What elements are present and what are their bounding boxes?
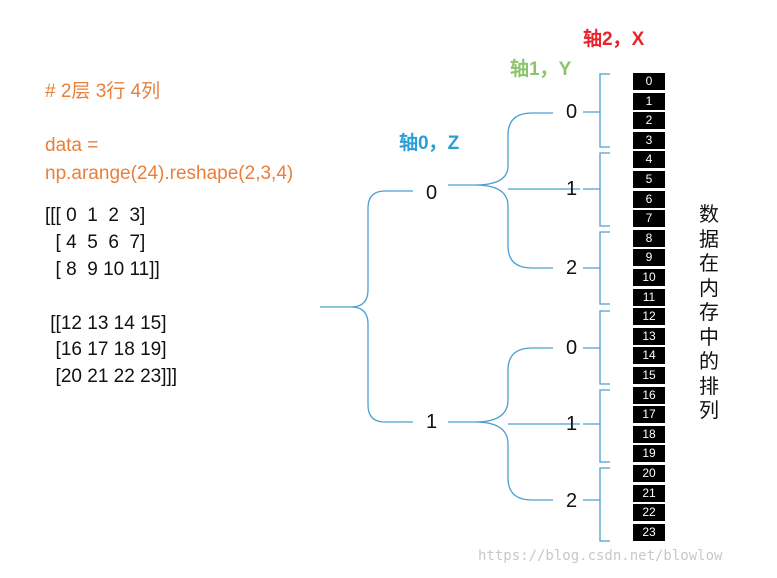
memory-cell: 4 [633,151,665,169]
array-line: [ 8 9 10 11]] [45,259,160,280]
memory-layout-label: 数据在内存中的排列 [699,204,719,422]
array-line: [16 17 18 19] [45,339,167,360]
brace-row [583,467,610,542]
tree-node-level1: 2 [566,490,578,512]
brace-row [583,231,610,305]
array-line: [ 4 5 6 7] [45,232,146,253]
memory-cell: 21 [633,484,665,502]
memory-cell: 11 [633,288,665,306]
memory-cell: 0 [633,73,665,90]
memory-cell: 12 [633,308,665,326]
brace-row [583,73,610,148]
memory-cell: 2 [633,112,665,130]
memory-cell: 5 [633,171,665,188]
memory-cell: 20 [633,465,665,482]
memory-cell: 6 [633,190,665,208]
memory-cell: 7 [633,210,665,228]
memory-cell: 14 [633,347,665,365]
memory-cell: 18 [633,425,665,443]
code-line-assign: data = [45,135,99,156]
tree-node-level1: 0 [566,337,578,359]
brace-row [583,389,610,463]
brace-node0 [448,112,580,269]
array-line: [[12 13 14 15] [45,313,167,334]
brace-row [583,310,610,385]
tree-node-level0: 1 [424,411,440,433]
memory-cell: 17 [633,406,665,424]
watermark: https://blog.csdn.net/blowlow [478,548,723,564]
memory-cell: 3 [633,131,665,149]
array-line: [[[ 0 1 2 3] [45,205,146,226]
memory-cell: 1 [633,92,665,110]
tree-node-level1: 1 [566,413,578,435]
memory-cell: 23 [633,523,665,541]
brace-node1 [448,347,580,501]
memory-cell: 13 [633,327,665,345]
axis1-label: 轴1，Y [510,59,572,80]
tree-node-level1: 2 [566,257,578,279]
memory-cell: 22 [633,504,665,522]
tree-node-level1: 1 [566,178,578,200]
array-line: [20 21 22 23]]] [45,366,178,387]
memory-cell: 9 [633,249,665,267]
tree-node-level1: 0 [566,101,578,123]
memory-cell: 10 [633,269,665,286]
memory-cell: 8 [633,229,665,247]
shape-comment: # 2层 3行 4列 [45,81,161,102]
axis2-label: 轴2，X [583,29,645,50]
brace-level0 [320,190,413,423]
code-line-reshape: np.arange(24).reshape(2,3,4) [45,163,294,184]
tree-node-level0: 0 [424,182,440,204]
brace-row [583,152,610,227]
memory-cell: 15 [633,367,665,384]
axis0-label: 轴0，Z [399,133,460,154]
memory-cell: 16 [633,386,665,404]
memory-cell: 19 [633,445,665,463]
